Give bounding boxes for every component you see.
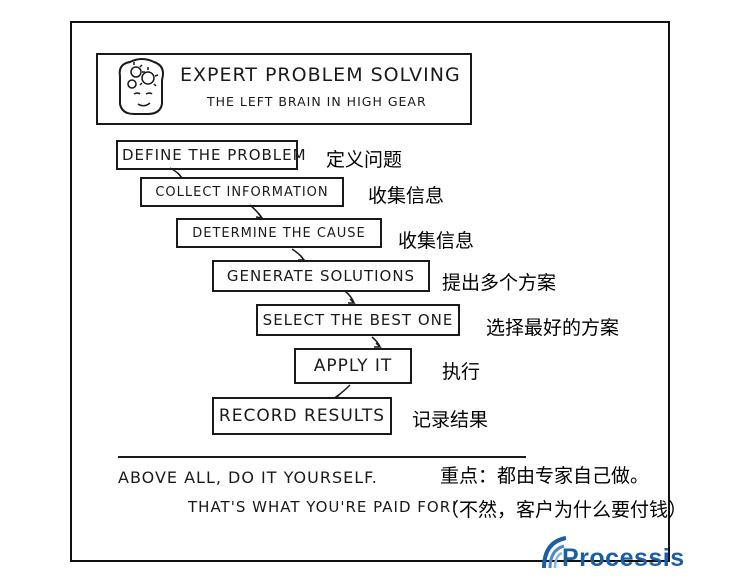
processis-logo-icon bbox=[542, 536, 567, 569]
step-translation: 执行 bbox=[442, 361, 481, 383]
diagram-subtitle: THE LEFT BRAIN IN HIGH GEAR bbox=[207, 94, 427, 109]
step-label: RECORD RESULTS bbox=[218, 406, 386, 426]
step-collect-information: COLLECT INFORMATION bbox=[140, 177, 344, 207]
step-label: SELECT THE BEST ONE bbox=[262, 311, 454, 329]
brain-gears-icon bbox=[118, 58, 164, 115]
step-apply-it: APPLY IT bbox=[294, 348, 412, 384]
step-translation: 定义问题 bbox=[326, 149, 403, 171]
step-translation: 提出多个方案 bbox=[442, 272, 557, 294]
diagram-title: EXPERT PROBLEM SOLVING bbox=[180, 64, 461, 86]
step-translation: 收集信息 bbox=[398, 230, 475, 252]
step-record-results: RECORD RESULTS bbox=[212, 397, 392, 435]
step-label: DEFINE THE PROBLEM bbox=[122, 146, 307, 164]
step-translation: 选择最好的方案 bbox=[486, 317, 620, 339]
logo-text: Processis bbox=[562, 544, 685, 572]
step-select-best: SELECT THE BEST ONE bbox=[256, 304, 460, 336]
step-label: COLLECT INFORMATION bbox=[155, 184, 329, 200]
step-define-problem: DEFINE THE PROBLEM bbox=[116, 140, 307, 170]
footer-note-2: （不然，客户为什么要付钱） bbox=[440, 499, 688, 521]
step-label: GENERATE SOLUTIONS bbox=[226, 267, 416, 285]
header-box bbox=[96, 53, 472, 125]
footer-note-1: 重点：都由专家自己做。 bbox=[440, 465, 650, 487]
step-generate-solutions: GENERATE SOLUTIONS bbox=[212, 260, 430, 292]
divider bbox=[118, 456, 526, 458]
step-determine-cause: DETERMINE THE CAUSE bbox=[176, 218, 382, 248]
footer-line-2: THAT'S WHAT YOU'RE PAID FOR! bbox=[188, 498, 459, 516]
step-translation: 记录结果 bbox=[412, 409, 489, 431]
step-label: DETERMINE THE CAUSE bbox=[192, 225, 366, 241]
step-translation: 收集信息 bbox=[368, 185, 445, 207]
step-label: APPLY IT bbox=[313, 356, 393, 376]
footer-line-1: ABOVE ALL, DO IT YOURSELF. bbox=[118, 468, 378, 487]
